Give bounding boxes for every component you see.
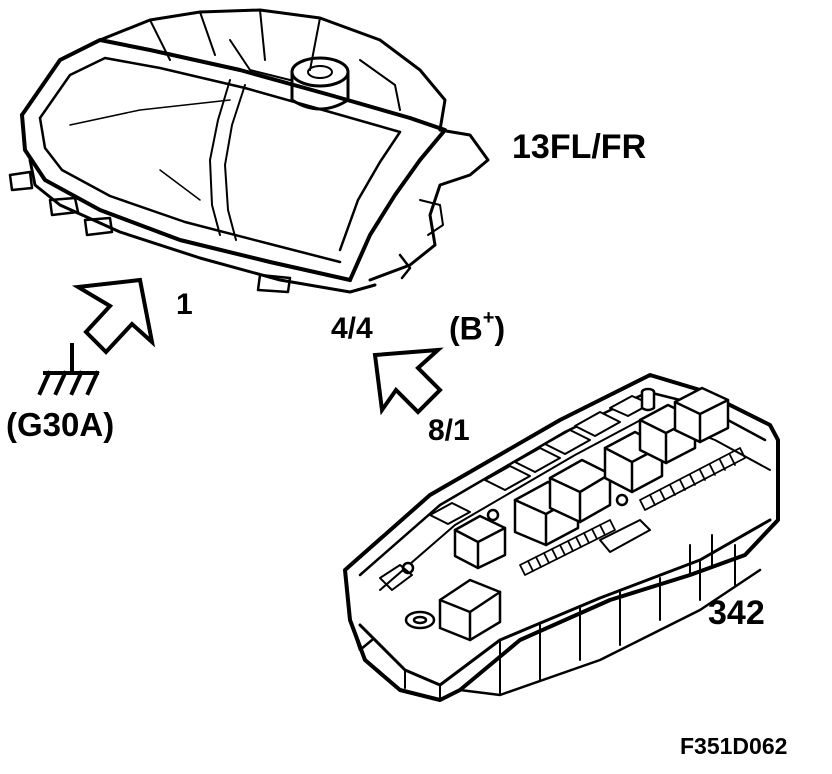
pin-8-1-label: 8/1 <box>428 414 470 447</box>
fuse-box-drawing <box>343 373 780 702</box>
pin-1-label: 1 <box>176 288 193 321</box>
arrow-pin-8-1-icon <box>372 347 444 416</box>
b-plus-close: ) <box>494 310 506 347</box>
ground-symbol-icon <box>37 343 100 396</box>
b-plus-superscript: + <box>482 307 495 329</box>
b-plus-open: (B <box>449 310 483 347</box>
ground-label: (G30A) <box>6 406 115 443</box>
headlamp-label: 13FL/FR <box>512 128 647 166</box>
b-plus-label: (B+) <box>449 308 506 347</box>
arrow-pin-1-icon <box>71 277 156 355</box>
headlamp-drawing <box>8 8 490 294</box>
pin-4-4-label: 4/4 <box>331 312 373 345</box>
fuse-box-label: 342 <box>708 594 765 632</box>
figure-id-label: F351D062 <box>680 733 788 759</box>
